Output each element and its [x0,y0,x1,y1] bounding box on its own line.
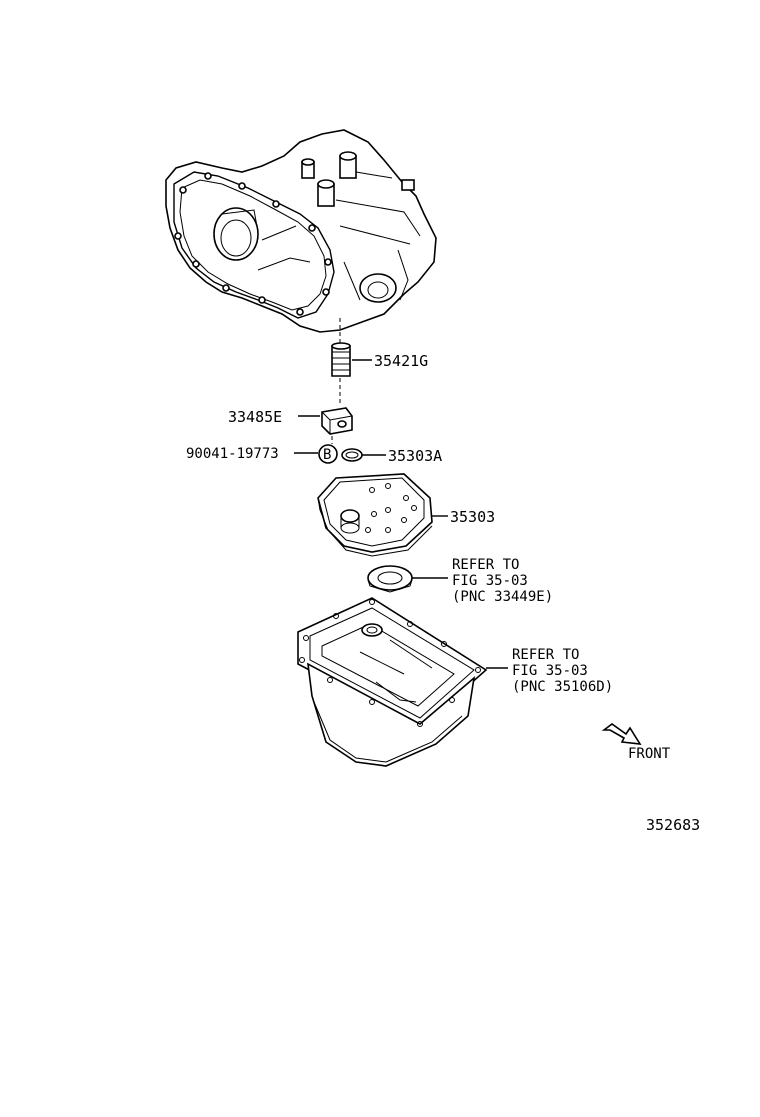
front-arrow-icon [601,723,642,745]
spring [331,342,351,377]
part-label-bracket: 33485E [228,408,282,426]
gasket [367,565,413,593]
ref-pan-line3: (PNC 35106D) [512,679,613,695]
bolt-marker-letter: B [323,447,331,463]
oil-pan [297,597,488,767]
ref-pan-line1: REFER TO [512,647,579,663]
pan-bolt-holes [299,599,481,727]
part-label-strainer: 35303 [450,508,495,526]
front-label: FRONT [628,746,671,762]
bolt-marker-circle [318,444,338,464]
part-label-o-ring: 35303A [388,447,442,465]
ref-gasket-line3: (PNC 33449E) [452,589,553,605]
ref-pan-line2: FIG 35-03 [512,663,588,679]
strainer-holes [365,483,417,533]
figure-number: 352683 [646,816,700,834]
flange-bolts [174,172,332,316]
transaxle-case [165,129,437,333]
case-bosses [301,151,415,207]
o-ring [341,448,363,462]
ref-gasket-line1: REFER TO [452,557,519,573]
part-label-spring: 35421G [374,352,428,370]
bracket [321,407,353,435]
ref-gasket-line2: FIG 35-03 [452,573,528,589]
strainer [317,473,433,557]
part-label-bolt: 90041-19773 [186,446,279,462]
